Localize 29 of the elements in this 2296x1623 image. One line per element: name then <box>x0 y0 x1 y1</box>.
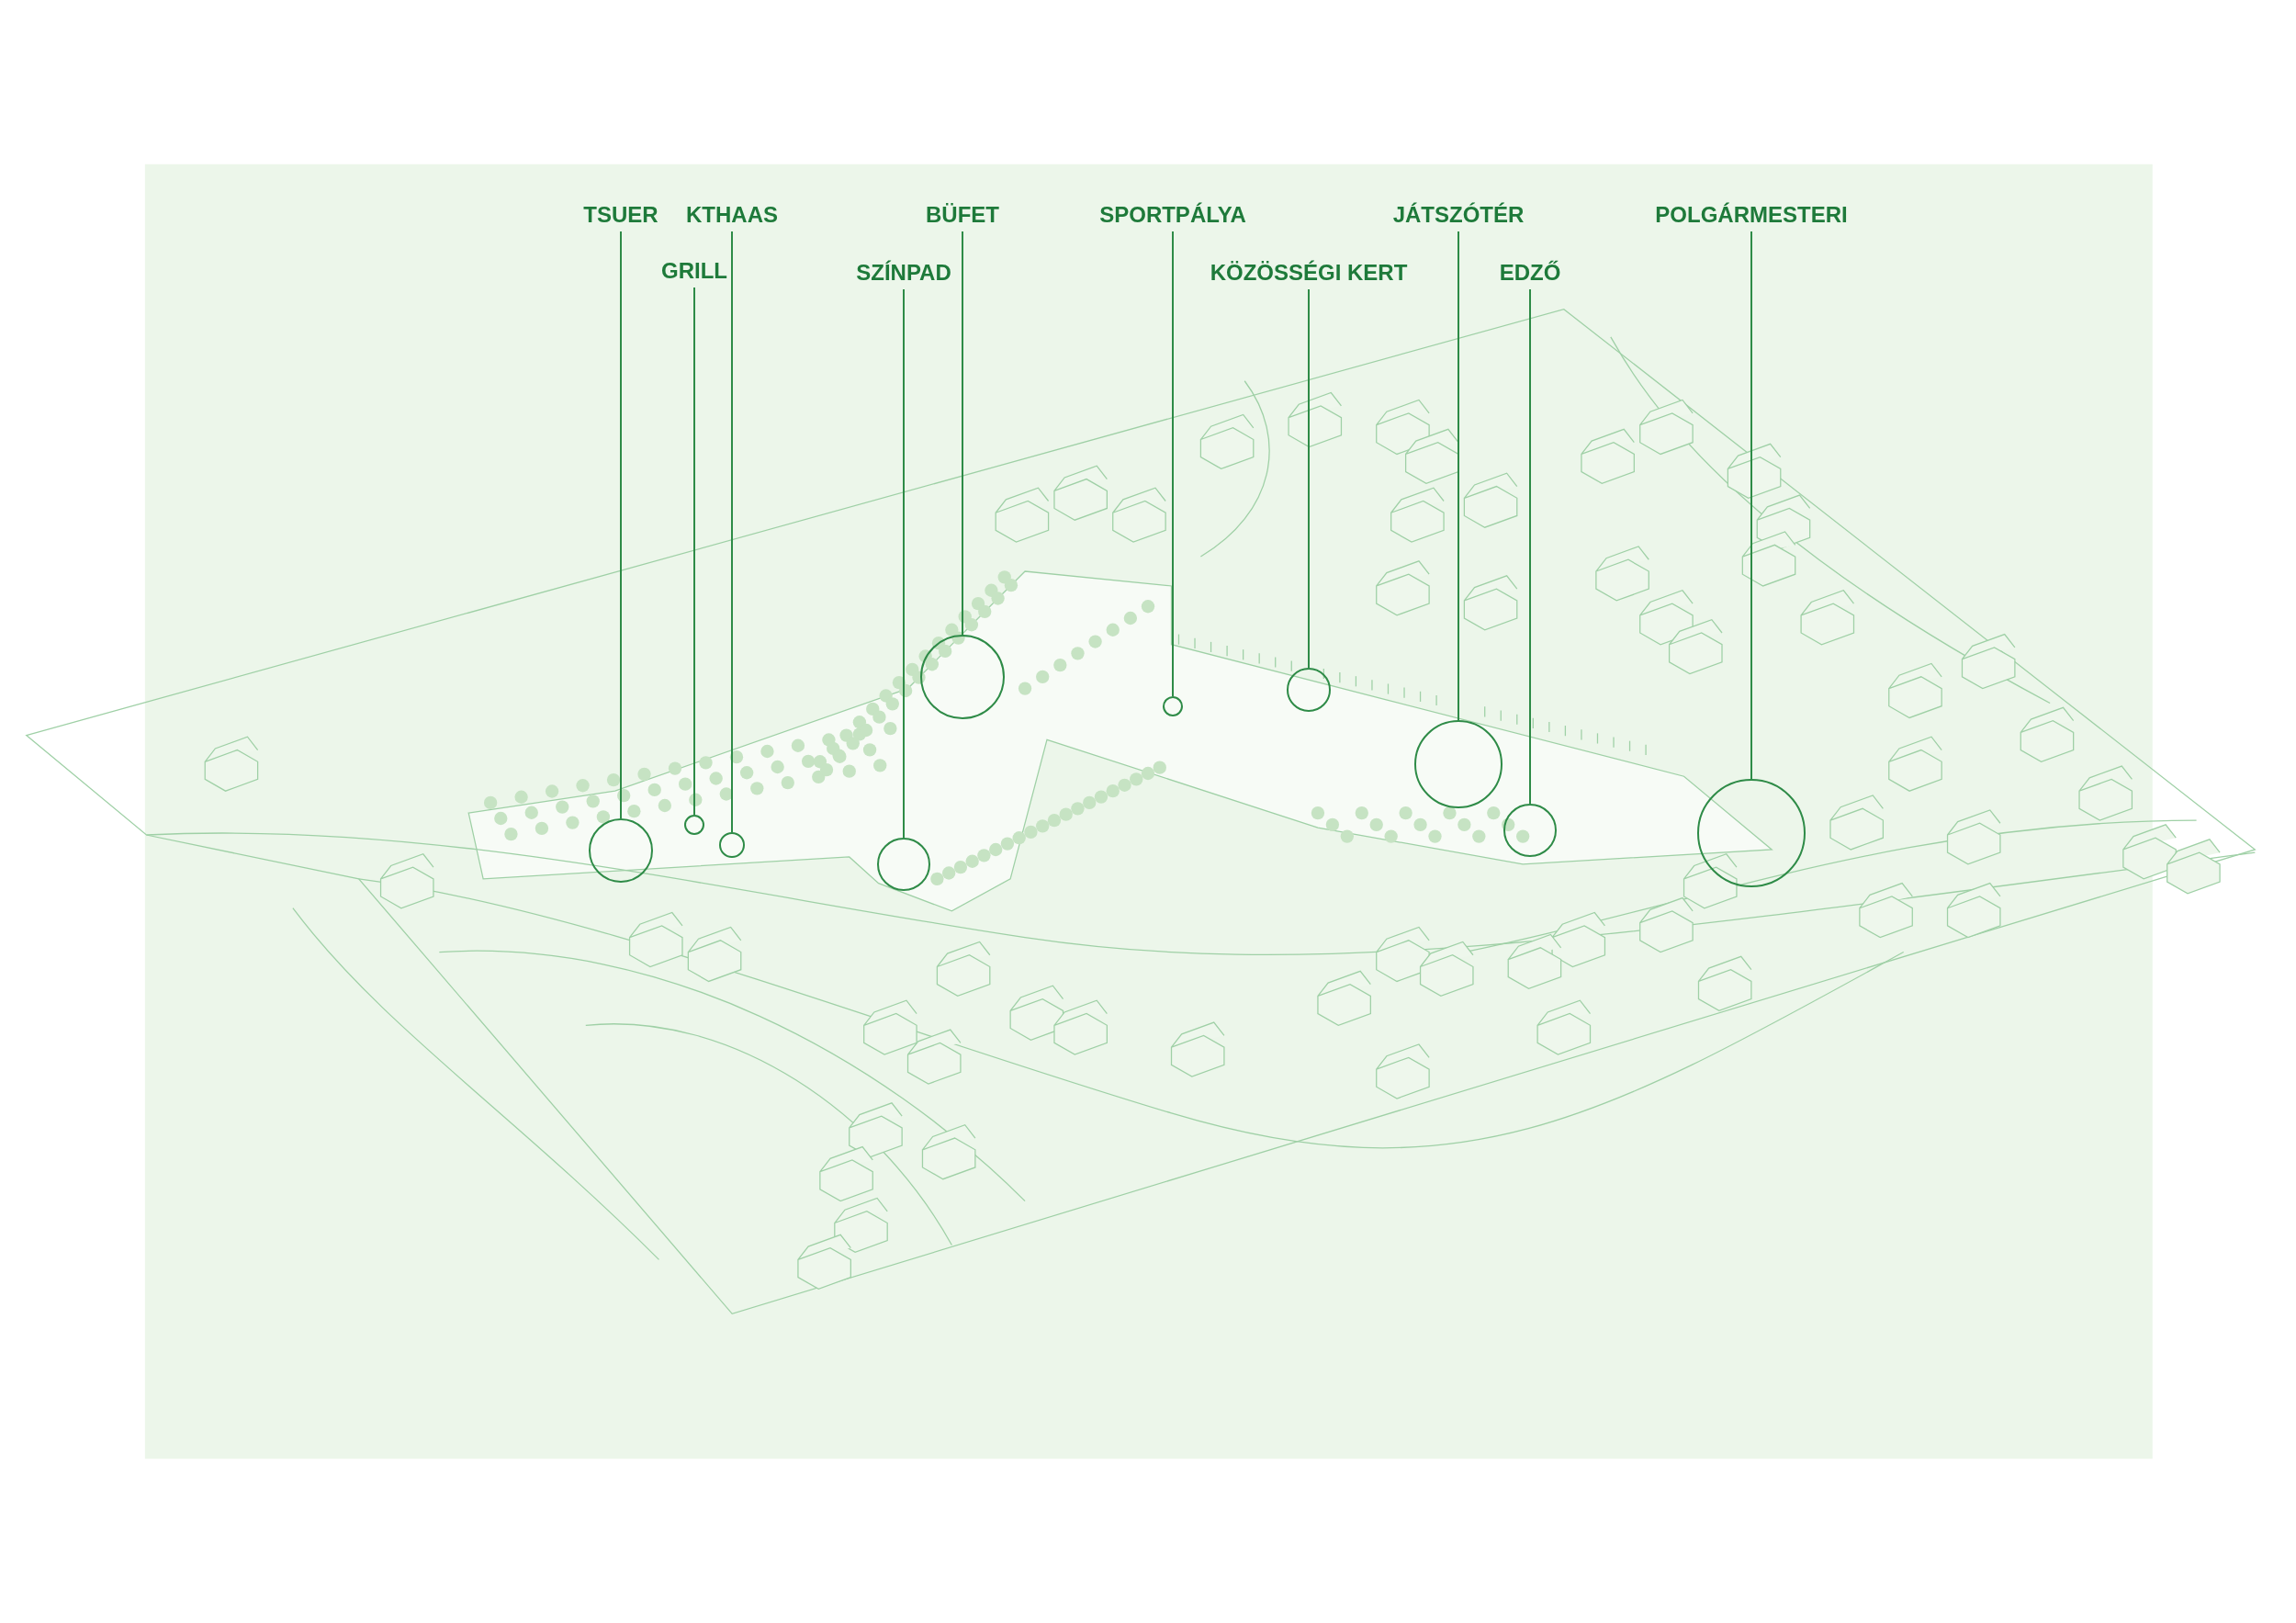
highlight-circle <box>719 832 745 858</box>
highlight-circle <box>589 818 653 883</box>
highlight-circle <box>877 838 930 891</box>
leader-line <box>903 288 905 839</box>
callout-label: SZÍNPAD <box>856 260 951 286</box>
callout-label: JÁTSZÓTÉR <box>1392 202 1525 228</box>
leader-line <box>620 231 622 819</box>
highlight-circle <box>684 815 704 835</box>
callout-label: KTHAAS <box>686 202 778 228</box>
leader-line <box>962 231 963 636</box>
highlight-circle <box>1414 720 1503 808</box>
leader-line <box>1172 231 1174 697</box>
callout-label: EDZŐ <box>1499 260 1561 286</box>
callout-label: BÜFET <box>926 202 999 228</box>
leader-line <box>1308 288 1310 669</box>
highlight-circle <box>1697 779 1806 887</box>
leader-line <box>1529 288 1531 805</box>
leader-line <box>693 287 695 816</box>
callout-label: SPORTPÁLYA <box>1099 202 1246 228</box>
highlight-circle <box>1287 668 1331 712</box>
leader-line <box>1750 231 1752 780</box>
highlight-circle <box>920 635 1005 719</box>
callout-label: KÖZÖSSÉGI KERT <box>1210 260 1408 286</box>
callout-label: POLGÁRMESTERI <box>1655 202 1848 228</box>
callout-label: GRILL <box>661 258 727 284</box>
leader-line <box>731 231 733 833</box>
highlight-circle <box>1503 804 1557 857</box>
callout-label: TSUER <box>583 202 658 228</box>
highlight-circle <box>1163 696 1183 716</box>
